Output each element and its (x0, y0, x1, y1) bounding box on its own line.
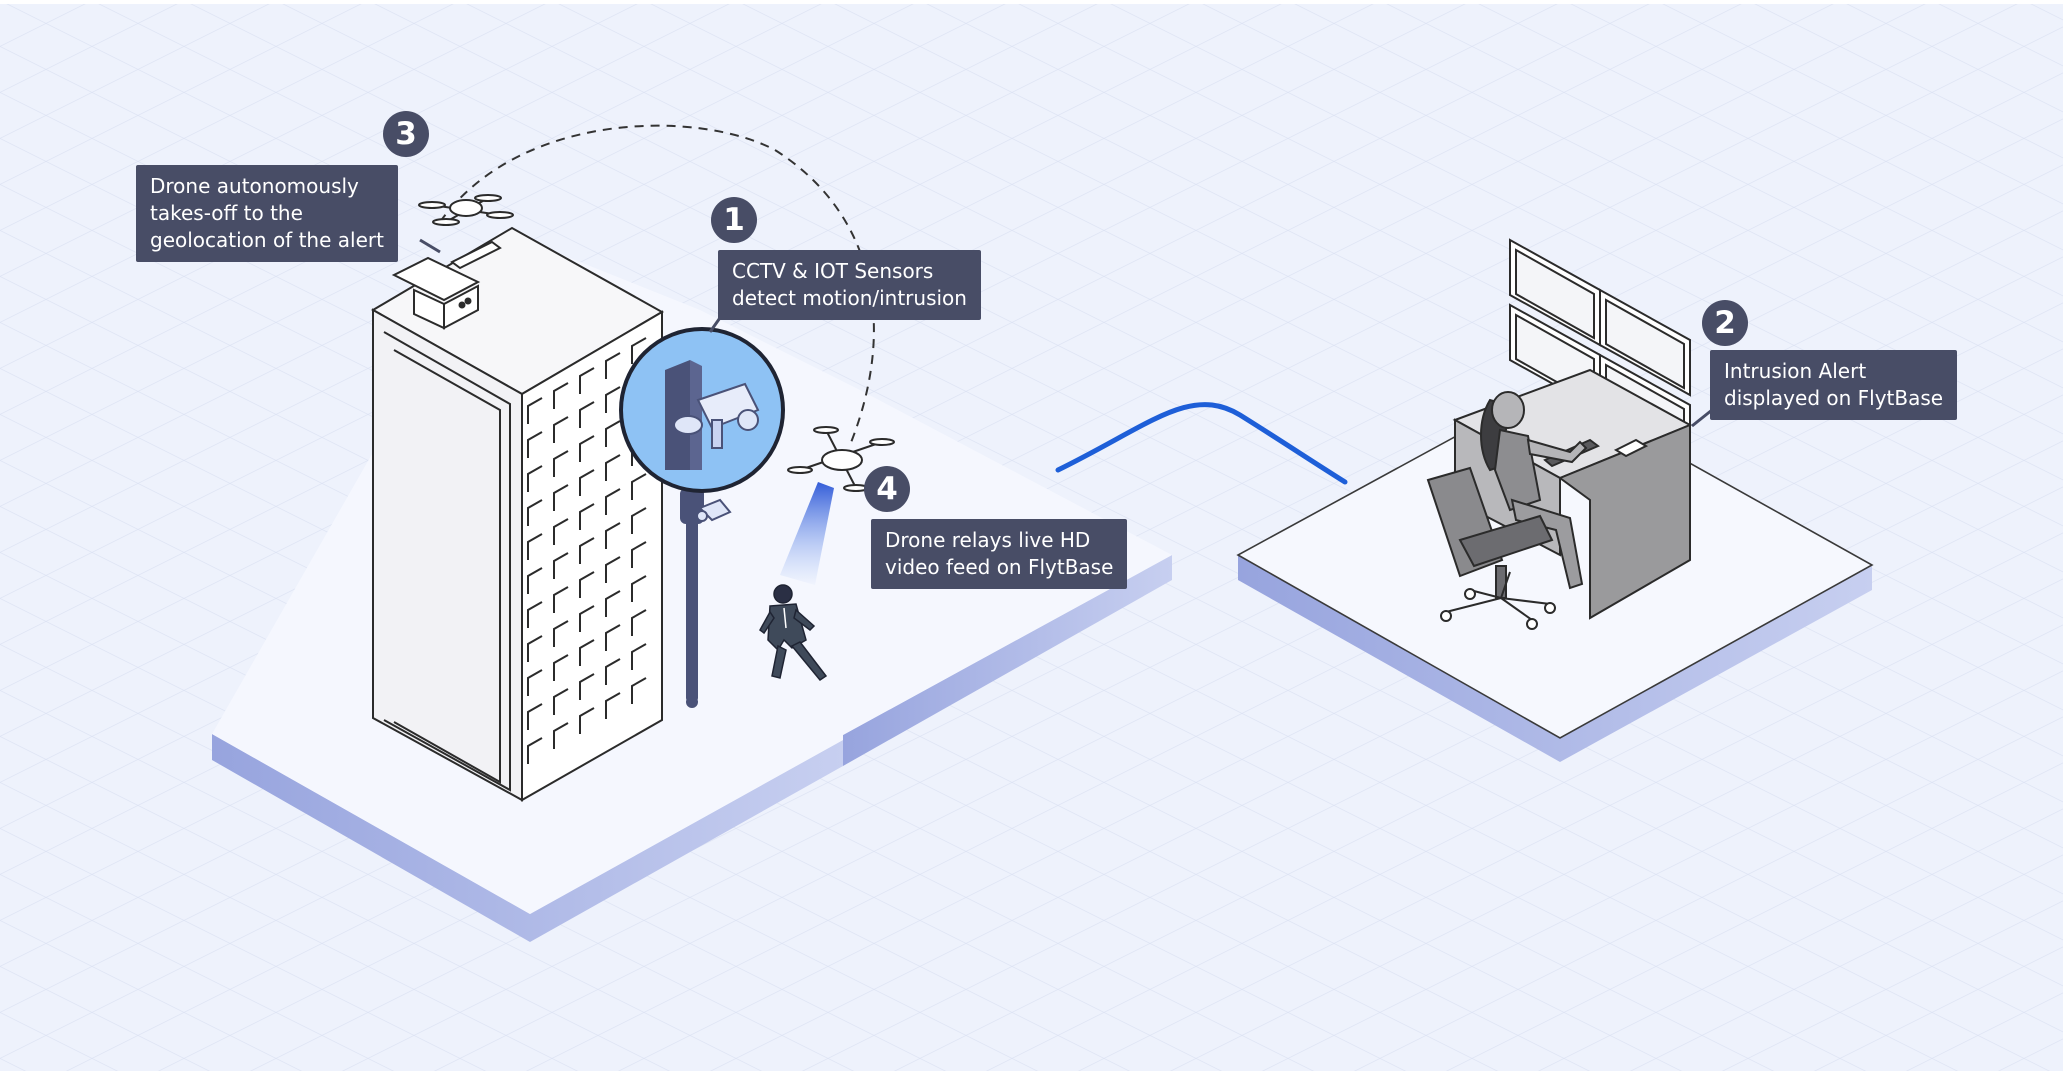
building-window (579, 707, 595, 734)
step-badge-3: 3 (383, 111, 429, 157)
building-window (553, 688, 569, 715)
callout-step-2: Intrusion Alert displayed on FlytBase (1710, 350, 1958, 420)
callout-line: Drone relays live HD (885, 528, 1091, 552)
building-window (605, 488, 621, 515)
connection-line (1055, 402, 1348, 485)
building-window (553, 552, 569, 579)
building-window (579, 367, 595, 394)
step-badge-2: 2 (1702, 300, 1748, 346)
building-window (553, 620, 569, 647)
building-window (527, 703, 543, 730)
building-window (579, 401, 595, 428)
building-window (527, 567, 543, 594)
building-window (579, 537, 595, 564)
building-window (553, 518, 569, 545)
building-window (579, 503, 595, 530)
right-platform (1236, 384, 1874, 762)
building-window (605, 454, 621, 481)
building-window (605, 556, 621, 583)
operator-icon (1480, 391, 1588, 590)
callout-line: detect motion/intrusion (732, 286, 967, 310)
building-window (579, 571, 595, 598)
intruder-icon (759, 584, 828, 682)
building-window (631, 507, 647, 534)
step-badge-1: 1 (711, 197, 757, 243)
building-window (579, 435, 595, 462)
building-window (527, 669, 543, 696)
callout-line: Drone autonomously (150, 174, 359, 198)
building-window (631, 575, 647, 602)
callout-line: Intrusion Alert (1724, 359, 1867, 383)
step-badge-4: 4 (864, 466, 910, 512)
building-window (527, 465, 543, 492)
building-window (605, 386, 621, 413)
building-window (553, 416, 569, 443)
building-window (605, 590, 621, 617)
building-window (527, 397, 543, 424)
callout-step-1: CCTV & IOT Sensors detect motion/intrusi… (718, 250, 981, 320)
building-window (553, 382, 569, 409)
building-window (605, 624, 621, 651)
drone-icon (418, 194, 514, 226)
building-window (579, 639, 595, 666)
building-window (527, 737, 543, 764)
callout-step-3: Drone autonomously takes-off to the geol… (136, 165, 398, 262)
building-window (527, 499, 543, 526)
building-window (631, 609, 647, 636)
building-window (631, 643, 647, 670)
callout-line: displayed on FlytBase (1724, 386, 1944, 410)
building-window (631, 337, 647, 364)
building-window (605, 352, 621, 379)
callout-step-4: Drone relays live HD video feed on FlytB… (871, 519, 1128, 589)
callout-line: CCTV & IOT Sensors (732, 259, 934, 283)
building-window (553, 484, 569, 511)
building-window (553, 654, 569, 681)
building-window (527, 601, 543, 628)
flight-path (439, 124, 875, 446)
building-window (605, 420, 621, 447)
building-window (553, 586, 569, 613)
building-window (605, 658, 621, 685)
building-window (527, 533, 543, 560)
building-window (631, 473, 647, 500)
building-window (605, 692, 621, 719)
cctv-camera-icon (619, 327, 785, 708)
building-window (579, 605, 595, 632)
building-window (579, 673, 595, 700)
building-icon (370, 226, 665, 802)
callout-line: takes-off to the (150, 201, 303, 225)
building-window (527, 635, 543, 662)
building-window (527, 431, 543, 458)
callout-line: video feed on FlytBase (885, 555, 1114, 579)
building-window (579, 469, 595, 496)
office-chair-icon (1426, 466, 1556, 630)
building-window (605, 522, 621, 549)
building-window (553, 450, 569, 477)
building-window (553, 722, 569, 749)
building-window (631, 677, 647, 704)
building-window (631, 541, 647, 568)
callout-line: geolocation of the alert (150, 228, 384, 252)
